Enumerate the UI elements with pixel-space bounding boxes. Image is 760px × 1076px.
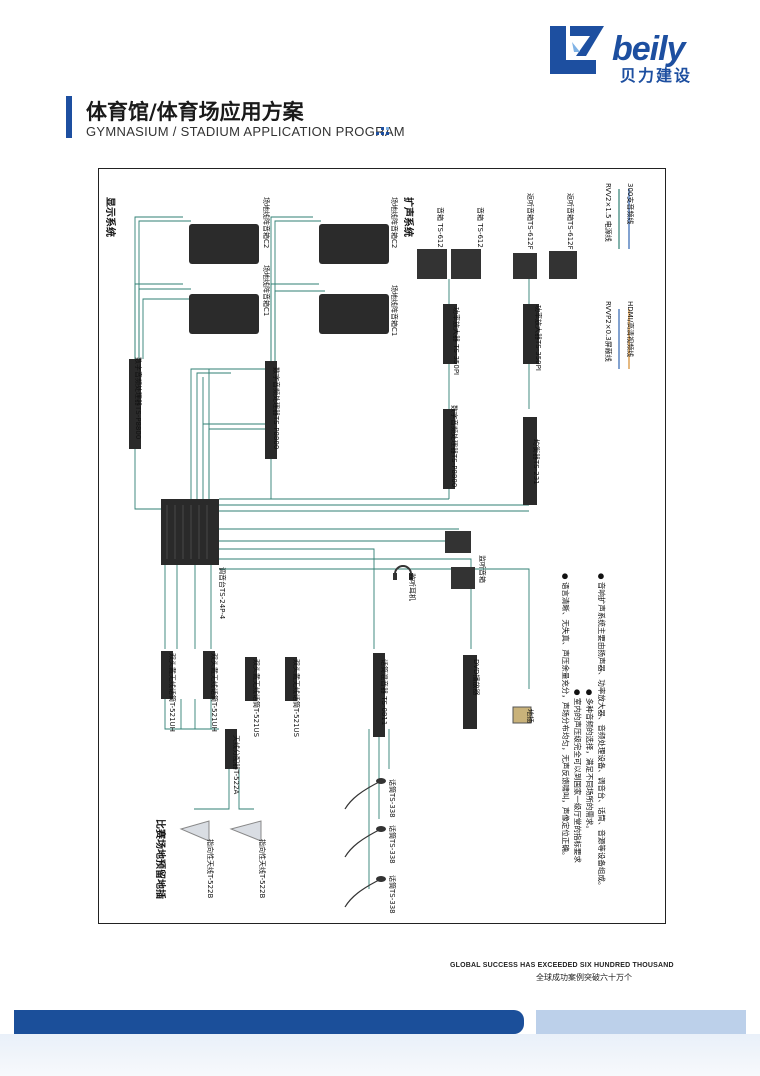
diagram-wiring: [129, 189, 630, 908]
speaker-array-c1-left: [189, 294, 259, 334]
footer-band-right: [536, 1010, 746, 1034]
label-processor-2: 数字音频处理器TS-P8800: [272, 367, 280, 450]
speaker-array-c2-right: [319, 224, 389, 264]
title-accent-bar: [66, 96, 72, 138]
wireless-rx-2: [203, 651, 215, 699]
label-antenna-2: 指向性天线T-522B: [258, 839, 266, 899]
monitor-speaker-2: [451, 567, 475, 589]
legend-rvv: RVV2×1.5 电源线: [604, 183, 612, 242]
floor-box: [512, 706, 532, 724]
label-splitter: 天线分配器T-522A: [232, 735, 240, 795]
processor-2: [265, 361, 277, 459]
label-return-speaker-1: 返听音箱TS-612F: [526, 193, 534, 250]
label-wireless-rx-3: 双头戴无线话筒T-521US: [252, 659, 260, 738]
label-return-speaker-2: 返听音箱TS-612F: [566, 193, 574, 250]
paging-mixer: [373, 653, 385, 737]
legend-hdmi: HDMI/高清视频线: [626, 301, 634, 358]
legend-sdi: 300支音频线: [626, 183, 634, 225]
label-eq: 均衡器TS-231: [532, 439, 540, 485]
wireless-rx-4: [285, 657, 297, 701]
headphone-icon: [394, 565, 412, 575]
label-array-c2-left: 场地线阵音箱C2: [262, 197, 270, 249]
wireless-rx-1: [161, 651, 173, 699]
speaker-main-2: [451, 249, 481, 279]
label-display-section: 显示系统: [104, 197, 115, 237]
dvd-player: [463, 655, 477, 729]
antenna-splitter: [225, 729, 237, 769]
label-main-speaker-2: 音箱 TS-612: [476, 207, 484, 248]
speaker-return-2: [549, 251, 577, 279]
brand-name-cn: 贝力建设: [620, 66, 693, 85]
label-dvd: DVD播放器: [472, 659, 480, 696]
label-amp-2: 功率放大器TS-350PI: [534, 305, 542, 371]
page-subtitle: GYMNASIUM / STADIUM APPLICATION PROGRAM: [86, 124, 405, 139]
footer-band-left: [14, 1010, 524, 1034]
legend-rvvp: RVVP2×0.3屏蔽线: [604, 301, 612, 362]
label-array-c2-right: 场地线阵音箱C2: [390, 197, 398, 249]
label-amp-1: 功率放大器 TS-350PI: [452, 307, 460, 376]
label-processor-3: 数字音频处理器TS-P8800: [450, 405, 458, 488]
page-title: 体育馆/体育场应用方案: [86, 100, 304, 124]
antenna-2: [229, 820, 262, 842]
wireless-rx-3: [245, 657, 257, 701]
label-floor-box: 地插: [526, 709, 534, 723]
label-mic-3: 话筒TS-338: [388, 875, 396, 914]
title-dots-icon: [376, 127, 389, 135]
amp-1: [443, 304, 457, 364]
label-array-c1-right: 场地线阵音箱C1: [390, 285, 398, 337]
speaker-main-1: [417, 249, 447, 279]
speaker-return-1: [513, 253, 537, 279]
label-wireless-rx-4: 双头戴无线话筒T-521US: [292, 659, 300, 738]
speaker-array-c1-right: [319, 294, 389, 334]
label-wireless-rx-2: 双头戴无线话筒T-521UH: [210, 653, 218, 732]
label-headphone: 监听耳机: [408, 573, 416, 601]
label-paging-mixer: 话筒混音器 TS-0811: [380, 659, 388, 726]
footer-fade: [0, 1034, 760, 1076]
label-monitor-speaker: 监听音箱: [478, 555, 486, 583]
speaker-array-c2-left: [189, 224, 259, 264]
system-diagram: 显示系统 扩声系统 比赛场地预留地插 场地线阵音箱C2 场地线阵音箱C1 场地线…: [98, 168, 666, 924]
label-mic-1: 话筒TS-338: [388, 779, 396, 818]
footer-tagline-cn: 全球成功案例突破六十万个: [536, 973, 632, 982]
monitor-speaker-1: [445, 531, 471, 553]
label-mic-2: 话筒TS-338: [388, 825, 396, 864]
processor-3: [443, 409, 455, 489]
label-array-c1-left: 场地线阵音箱C1: [262, 265, 270, 317]
label-floor-section: 比赛场地预留地插: [154, 819, 165, 899]
note-3: ● 室内的声压级完全可以到国家一级厅堂的指标要求: [573, 689, 582, 863]
label-main-speaker-1: 音箱 TS-612: [436, 207, 444, 248]
line-array-speakers: [189, 224, 389, 334]
beily-logo-icon: [550, 26, 604, 74]
label-mixer: 调音台TS-24P-4: [218, 567, 226, 620]
label-wireless-rx-1: 双头戴无线话筒T-521UH: [168, 653, 176, 732]
note-2: ● 多种音频的选择，满足不同场所的需求。: [585, 689, 594, 833]
eq-231: [523, 417, 537, 505]
antenna-1: [179, 820, 210, 842]
amp-2: [523, 304, 539, 364]
note-1: ● 音响扩声系统主要由扬声器、功率放大器、音频处理设备、调音台、话筒、音源等设备…: [597, 573, 606, 890]
processor-1: [129, 359, 141, 449]
footer-tagline-en: GLOBAL SUCCESS HAS EXCEEDED SIX HUNDRED …: [450, 962, 674, 969]
brand-name-en: beily: [612, 30, 685, 68]
mixer: [161, 499, 219, 565]
note-4: ● 语言清晰、无失真、声压余量充分，声场分布均匀，无声反馈啸叫，声像定位正确。: [561, 573, 570, 860]
label-pa-section: 扩声系统: [402, 197, 413, 237]
label-processor-1: 数字音频处理器TS-P8800: [134, 357, 142, 440]
label-antenna-1: 指向性天线T-522B: [206, 839, 214, 899]
